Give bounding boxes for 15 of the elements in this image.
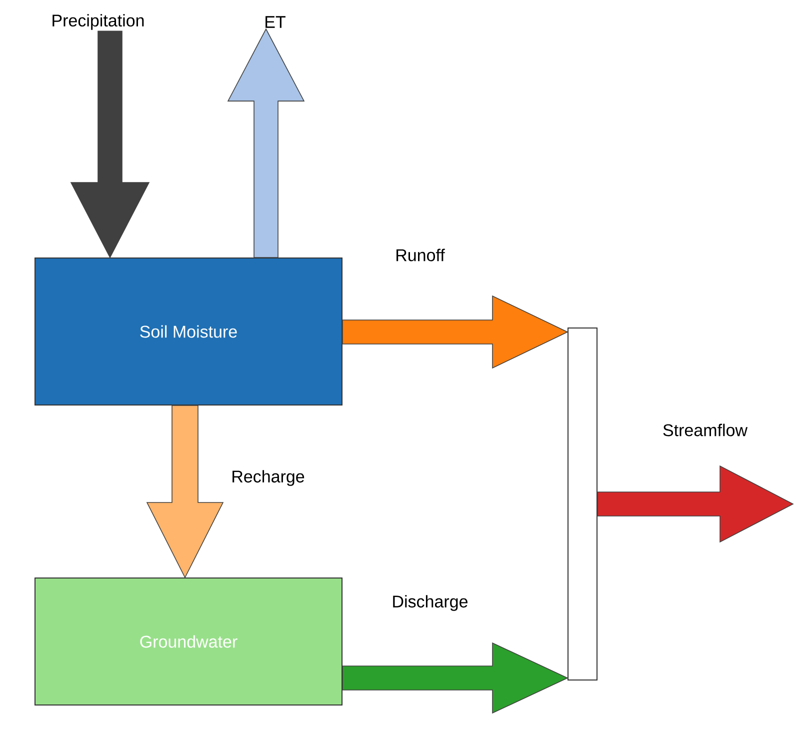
block-arrow: [70, 30, 150, 258]
block-arrow: [597, 465, 794, 543]
store-box: Soil Moisture: [34, 258, 342, 406]
store-box: Groundwater: [34, 578, 342, 706]
edge-label: Discharge: [390, 594, 470, 612]
block-arrow: [342, 642, 568, 714]
flow-label: Precipitation: [52, 14, 144, 30]
block-arrow: [227, 28, 305, 258]
flow-label: ET: [266, 16, 286, 28]
block-arrow: [146, 405, 224, 578]
block-arrow: [342, 295, 568, 369]
edge-label: Recharge: [230, 469, 306, 487]
collector-bar: [568, 328, 598, 680]
edge-label: Runoff: [394, 248, 446, 262]
edge-label: Streamflow: [662, 422, 749, 438]
